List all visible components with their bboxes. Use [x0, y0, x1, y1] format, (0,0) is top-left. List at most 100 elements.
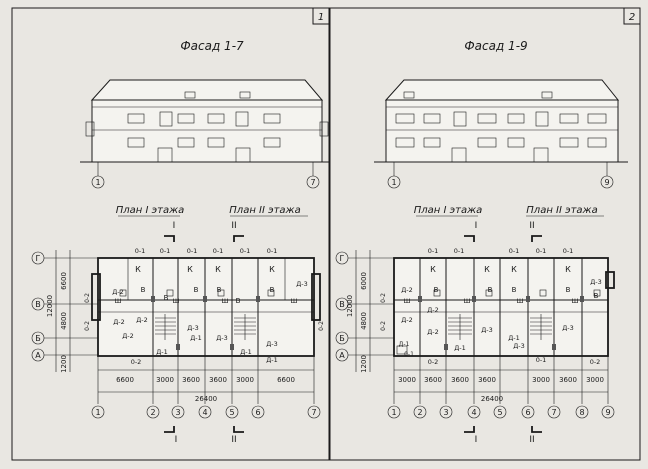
- room-label-v: В: [566, 286, 571, 294]
- dimension-bottom: 6600: [116, 376, 134, 384]
- dimension-bottom: 3600: [478, 376, 496, 384]
- row-dimension: 1200: [360, 355, 368, 373]
- room-label-v: В: [270, 286, 275, 294]
- column-axis-label: 8: [579, 408, 584, 417]
- column-axis-label: 7: [551, 408, 556, 417]
- room-label-d2: Д-2: [401, 286, 413, 294]
- room-label-o1: 0-1: [267, 247, 278, 255]
- room-label-d2: Д-2: [122, 332, 134, 340]
- plan-title-floor-1: План I этажа: [414, 205, 482, 216]
- column-axis-label: 5: [497, 408, 502, 417]
- room-label-k: К: [484, 265, 490, 274]
- room-label-sh: Ш: [572, 297, 579, 305]
- dimension-bottom: 3000: [156, 376, 174, 384]
- room-label-d1: Д-1: [399, 341, 410, 348]
- room-label-k: К: [135, 265, 141, 274]
- row-dimension: 4800: [60, 312, 68, 330]
- room-label-o2: 0-2: [380, 321, 387, 331]
- room-label-d1: Д-1: [454, 344, 466, 352]
- room-label-d1: Д-1: [508, 334, 520, 342]
- row-axis-label: А: [339, 351, 345, 360]
- room-label-o1: 0-1: [135, 247, 146, 255]
- row-axis-label: В: [339, 300, 345, 309]
- sheet-frame-1: [11, 7, 330, 461]
- column-axis-label: 6: [255, 408, 260, 417]
- dimension-total: 26400: [481, 395, 503, 403]
- room-label-v: В: [594, 292, 599, 300]
- room-label-o2: 0-2: [84, 321, 91, 331]
- facade-axis-right: 9: [604, 178, 609, 187]
- room-label-v: В: [236, 297, 241, 305]
- room-label-v: В: [512, 286, 517, 294]
- facade-axis-right: 7: [310, 178, 315, 187]
- room-label-d1: Д-1: [190, 334, 202, 342]
- dimension-bottom: 3000: [236, 376, 254, 384]
- dimension-bottom: 6600: [277, 376, 295, 384]
- row-dimension: 1200: [60, 355, 68, 373]
- room-label-v: В: [217, 286, 222, 294]
- plan-title-floor-2: План II этажа: [229, 205, 300, 216]
- room-label-d1: Д-1: [156, 348, 168, 356]
- column-axis-label: 4: [202, 408, 207, 417]
- room-label-d3: Д-3: [216, 334, 228, 342]
- room-label-d3: Д-3: [296, 280, 308, 288]
- dimension-bottom: 3000: [586, 376, 604, 384]
- room-label-o1: 0-1: [160, 247, 171, 255]
- sheet-1: Фасад 1-7: [31, 39, 330, 445]
- dimension-bottom: 3600: [424, 376, 442, 384]
- room-label-o1: 0-1: [536, 356, 547, 364]
- room-label-d2: Д-2: [401, 316, 413, 324]
- facade-axis-left: 1: [95, 178, 100, 187]
- room-label-k: К: [430, 265, 436, 274]
- column-axis-label: 1: [95, 408, 100, 417]
- section-mark-top-left: I: [475, 221, 478, 231]
- room-label-v: В: [141, 286, 146, 294]
- room-label-sh: Ш: [222, 297, 229, 305]
- dimension-bottom: 3600: [209, 376, 227, 384]
- row-dimension: 6600: [60, 272, 68, 290]
- row-dimension: 4800: [360, 312, 368, 330]
- room-label-o2: 0-2: [428, 358, 439, 366]
- section-mark-top-left: I: [173, 221, 176, 231]
- row-axis-label: Б: [339, 334, 345, 343]
- row-dimension: 12000: [46, 295, 54, 317]
- dimension-total: 26400: [195, 395, 217, 403]
- column-axis-label: 2: [417, 408, 422, 417]
- room-label-o2: 0-2: [318, 321, 325, 331]
- column-axis-label: 1: [391, 408, 396, 417]
- plan-title-floor-1: План I этажа: [116, 205, 184, 216]
- facade-title: Фасад 1-7: [180, 39, 244, 53]
- floor-plan: [393, 257, 615, 357]
- column-axis-label: 9: [605, 408, 610, 417]
- room-label-d3: Д-3: [590, 278, 602, 286]
- room-label-d2: Д-2: [113, 318, 125, 326]
- sheet-number-box-2: [623, 7, 641, 25]
- room-label-o1: 0-1: [187, 247, 198, 255]
- room-label-o2: 0-2: [590, 358, 601, 366]
- sheet-number-box-1: [312, 7, 330, 25]
- room-label-v: В: [434, 286, 439, 294]
- column-axis-label: 3: [175, 408, 180, 417]
- room-label-o1: 0-1: [404, 351, 414, 358]
- sheet-number-1: 1: [318, 12, 324, 23]
- room-label-d2: Д-2: [427, 328, 439, 336]
- facade-elevation: [80, 79, 330, 163]
- room-label-d1: Д-1: [266, 356, 278, 364]
- dimension-bottom: 3600: [182, 376, 200, 384]
- room-label-d3: Д-3: [266, 340, 278, 348]
- section-mark-bottom-right: II: [529, 435, 534, 445]
- room-label-k: К: [215, 265, 221, 274]
- row-axis-label: Б: [35, 334, 41, 343]
- section-mark-bottom-right: II: [231, 435, 236, 445]
- dimension-bottom: 3000: [532, 376, 550, 384]
- row-axis-label: А: [35, 351, 41, 360]
- dimension-bottom: 3600: [559, 376, 577, 384]
- room-label-o1: 0-1: [240, 247, 251, 255]
- plan-title-floor-2: План II этажа: [526, 205, 597, 216]
- room-label-v: В: [194, 286, 199, 294]
- room-label-sh: Ш: [517, 297, 524, 305]
- room-label-k: К: [511, 265, 517, 274]
- room-label-d3: Д-3: [481, 326, 493, 334]
- room-label-o1: 0-1: [454, 247, 465, 255]
- section-mark-top-right: II: [231, 221, 236, 231]
